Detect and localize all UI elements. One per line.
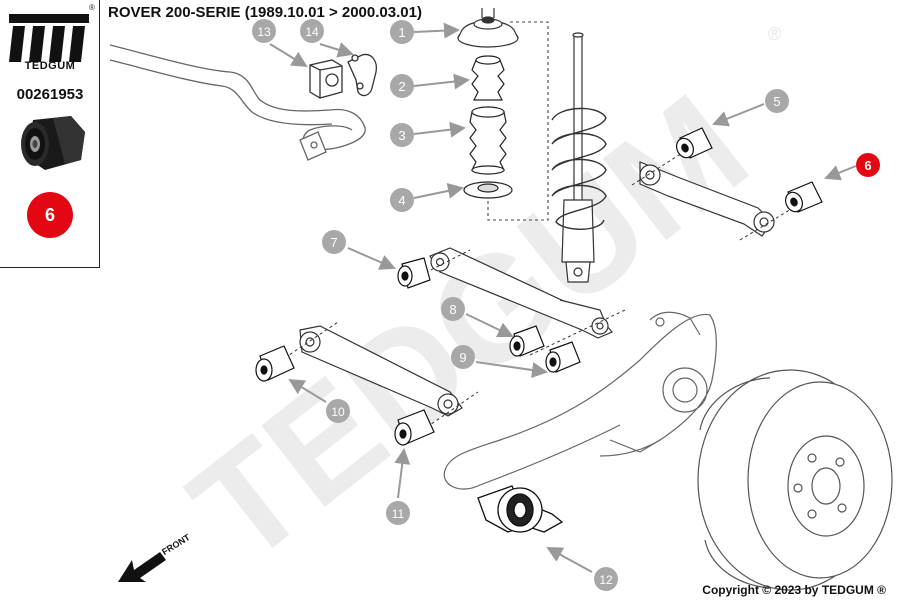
callout-1: 1 [390,20,414,44]
callout-4: 4 [390,188,414,212]
bush-10 [255,345,295,382]
callout-3: 3 [390,123,414,147]
strut-top-mount [457,8,519,48]
svg-text:12: 12 [599,573,613,587]
brake-drum [697,369,893,591]
svg-text:5: 5 [773,94,780,109]
anti-roll-bar [109,44,366,161]
bush-8 [509,325,545,357]
registered-mark: ® [89,3,95,12]
spring-seat [463,181,513,199]
lateral-link-upper [429,247,613,339]
stabilizer-clamp [347,53,378,97]
callout-5: 5 [765,89,789,113]
svg-text:2: 2 [398,79,405,94]
watermark-registered-mark: ® [768,24,781,44]
stabilizer-bush [309,59,343,99]
bush-7 [397,257,431,289]
bush-5 [676,127,713,159]
tedgum-logo [9,14,89,62]
front-arrow [118,552,166,582]
product-sidebar: ® TEDGUM 00261953 6 [0,0,100,268]
callout-leaders [269,22,857,573]
svg-text:7: 7 [330,235,337,250]
diagram-title: ROVER 200-SERIE (1989.10.01 > 2000.03.01… [108,4,422,21]
trailing-arm [443,311,717,490]
upper-control-arm [639,161,775,237]
callout-8: 8 [441,297,465,321]
callout-11: 11 [386,501,410,525]
bush-9 [545,341,581,373]
bush-thumbnail [21,116,85,170]
callout-9: 9 [451,345,475,369]
svg-text:9: 9 [459,350,466,365]
svg-text:6: 6 [864,158,871,173]
svg-text:13: 13 [257,25,271,39]
highlight-badge: 6 [27,192,73,238]
callout-14: 14 [300,19,324,43]
callout-13: 13 [252,19,276,43]
svg-text:8: 8 [449,302,456,317]
copyright-notice: Copyright © 2023 by TEDGUM ® [702,583,886,597]
callout-12: 12 [594,567,618,591]
svg-text:4: 4 [398,193,405,208]
callout-7: 7 [322,230,346,254]
bush-12 [477,485,564,533]
bump-stop [471,55,505,101]
callout-10: 10 [326,399,350,423]
part-number: 00261953 [16,86,84,103]
bush-11 [394,409,435,446]
coil-spring [551,107,607,230]
shock-absorber [561,32,595,283]
svg-text:3: 3 [398,128,405,143]
svg-text:11: 11 [392,507,405,521]
svg-text:10: 10 [331,405,345,419]
front-label: FRONT [160,532,192,557]
callout-2: 2 [390,74,414,98]
svg-text:14: 14 [305,25,319,39]
svg-text:1: 1 [398,25,405,40]
brand-name: TEDGUM [24,60,76,72]
dust-boot [469,106,507,175]
callout-6-highlighted: 6 [856,153,880,177]
bush-6 [785,181,823,213]
assembly-guide-line [487,21,549,221]
